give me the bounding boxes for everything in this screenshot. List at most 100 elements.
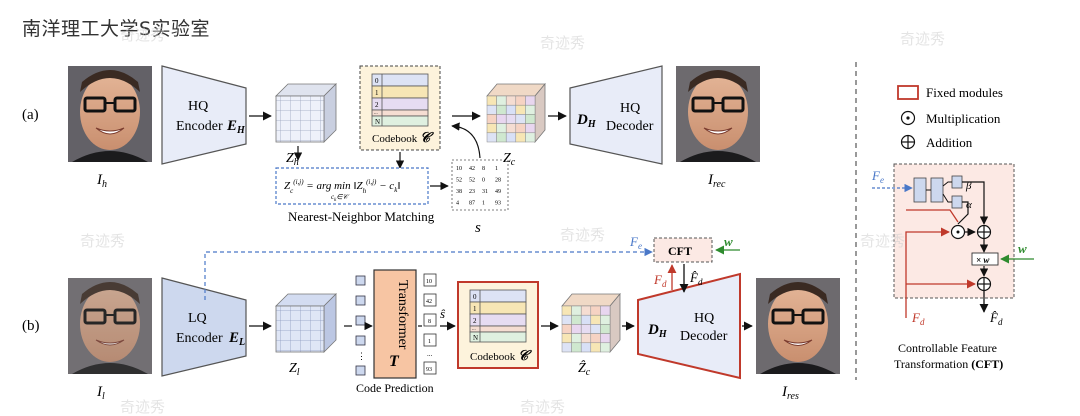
hq-decoder-a-symbol: DH: [576, 112, 597, 130]
transformer-symbol: T: [389, 353, 400, 370]
output-label-rec: Irec: [707, 172, 726, 190]
output-label-res: Ires: [781, 384, 799, 402]
quantized-label-zc: Zc: [503, 151, 516, 168]
svg-text:奇迹秀: 奇迹秀: [560, 226, 605, 244]
cft-alpha-conv: [951, 195, 963, 209]
legend-fixed: Fixed modules: [926, 85, 1003, 100]
input-face-hq: [68, 66, 152, 162]
codebook-b: [457, 281, 539, 369]
index-cell: 1: [482, 201, 485, 207]
svg-text:2: 2: [473, 317, 477, 325]
svg-text:⋮: ⋮: [357, 351, 366, 361]
index-grid-s: [451, 159, 509, 211]
cft-caption-line1: Controllable Feature: [898, 341, 997, 355]
lq-encoder-line2: Encoder: [176, 331, 223, 346]
svg-text:...: ...: [427, 350, 433, 358]
quantized-cube-zc-hat: [561, 292, 621, 354]
input-face-lq: [68, 278, 152, 374]
input-label-lq: Il: [96, 384, 105, 402]
svg-text:10: 10: [426, 279, 432, 285]
index-cell: 52: [456, 178, 462, 184]
svg-text:1: 1: [473, 305, 477, 313]
fe-label-b: Fe: [629, 234, 642, 251]
cft-times-w-box: [971, 252, 999, 266]
s-label: s: [475, 220, 481, 236]
lq-encoder-line1: LQ: [188, 311, 207, 326]
fd-label-b: Fd: [653, 272, 667, 289]
quantized-label-zc-hat: Ẑc: [578, 359, 591, 378]
w-label-b: w: [724, 234, 733, 249]
cft-conv-a: [913, 177, 927, 203]
quantized-cube-zc: [486, 82, 546, 144]
cft-conv-b: [930, 177, 944, 203]
latent-cube-zl: [275, 293, 337, 353]
svg-text:N: N: [473, 334, 478, 342]
svg-text:奇迹秀: 奇迹秀: [900, 30, 945, 48]
cft-caption-line2: Transformation (CFT): [894, 357, 1003, 371]
index-cell: 28: [495, 178, 501, 184]
hq-decoder-b-line2: Decoder: [680, 329, 728, 344]
index-cell: 87: [469, 201, 475, 207]
index-cell: 42: [469, 166, 475, 172]
index-cell: 10: [456, 166, 462, 172]
codebook-a-label: Codebook 𝒞: [372, 131, 434, 146]
index-cell: 49: [495, 189, 501, 195]
cft-fd-label: Fd: [911, 310, 925, 327]
row-a-tag: (a): [22, 107, 39, 123]
transformer-block: [373, 269, 417, 379]
index-cell: 31: [482, 189, 488, 195]
svg-text:...: ...: [374, 111, 378, 116]
predicted-tokens: [423, 273, 437, 375]
cft-block-label: CFT: [668, 244, 692, 258]
svg-text:0: 0: [375, 77, 379, 85]
hq-decoder-a-line2: Decoder: [606, 119, 654, 134]
svg-text:93: 93: [426, 367, 432, 373]
hq-encoder: [161, 65, 247, 165]
svg-text:奇迹秀: 奇迹秀: [860, 232, 905, 250]
svg-text:ck∈𝒞: ck∈𝒞: [331, 193, 349, 203]
fixed-module-swatch: [897, 85, 919, 100]
hq-encoder-line2: Encoder: [176, 119, 223, 134]
hq-decoder-b-line1: HQ: [694, 311, 714, 326]
codebook-a: [359, 65, 441, 151]
index-cell: 52: [469, 178, 475, 184]
svg-text:1: 1: [428, 339, 431, 345]
svg-text:奇迹秀: 奇迹秀: [120, 398, 165, 416]
hq-encoder-symbol: EH: [226, 118, 246, 136]
input-label-hq: Ih: [96, 172, 107, 190]
svg-text:...: ...: [472, 327, 476, 332]
svg-text:奇迹秀: 奇迹秀: [80, 232, 125, 250]
svg-text:奇迹秀: 奇迹秀: [520, 398, 565, 416]
index-cell: 4: [456, 201, 459, 207]
nn-caption: Nearest-Neighbor Matching: [288, 209, 435, 224]
hq-decoder-a: [569, 65, 663, 165]
cft-block: [653, 237, 713, 263]
svg-text:奇迹秀: 奇迹秀: [120, 26, 165, 44]
codebook-b-label: Codebook 𝒞: [470, 349, 532, 364]
index-cell: 1: [495, 166, 498, 172]
fdhat-label-b: F̂d: [689, 270, 703, 287]
hq-decoder-a-line1: HQ: [620, 101, 640, 116]
svg-text:奇迹秀: 奇迹秀: [540, 34, 585, 52]
svg-text:0: 0: [473, 293, 477, 301]
watermark-layer: 奇迹秀 奇迹秀 奇迹秀 奇迹秀 奇迹秀 奇迹秀 奇迹秀 奇迹秀: [80, 26, 945, 416]
hq-decoder-b-symbol: DH: [647, 322, 668, 340]
lq-encoder: [161, 277, 247, 377]
multiplication-icon: [900, 110, 916, 126]
nn-matching-box: [275, 167, 429, 205]
addition-icon: [900, 134, 916, 150]
lq-encoder-symbol: EL: [228, 330, 245, 348]
code-prediction-caption: Code Prediction: [356, 381, 434, 395]
index-cell: 23: [469, 189, 475, 195]
index-cell: 8: [482, 166, 485, 172]
index-cell: 93: [495, 201, 501, 207]
legend-multiplication: Multiplication: [926, 111, 1001, 126]
legend-addition: Addition: [926, 135, 973, 150]
svg-text:1: 1: [375, 89, 379, 97]
output-face-rec: [676, 66, 760, 162]
svg-text:8: 8: [428, 319, 431, 325]
cft-fe-label: Fe: [871, 168, 884, 185]
svg-text:42: 42: [426, 299, 432, 305]
